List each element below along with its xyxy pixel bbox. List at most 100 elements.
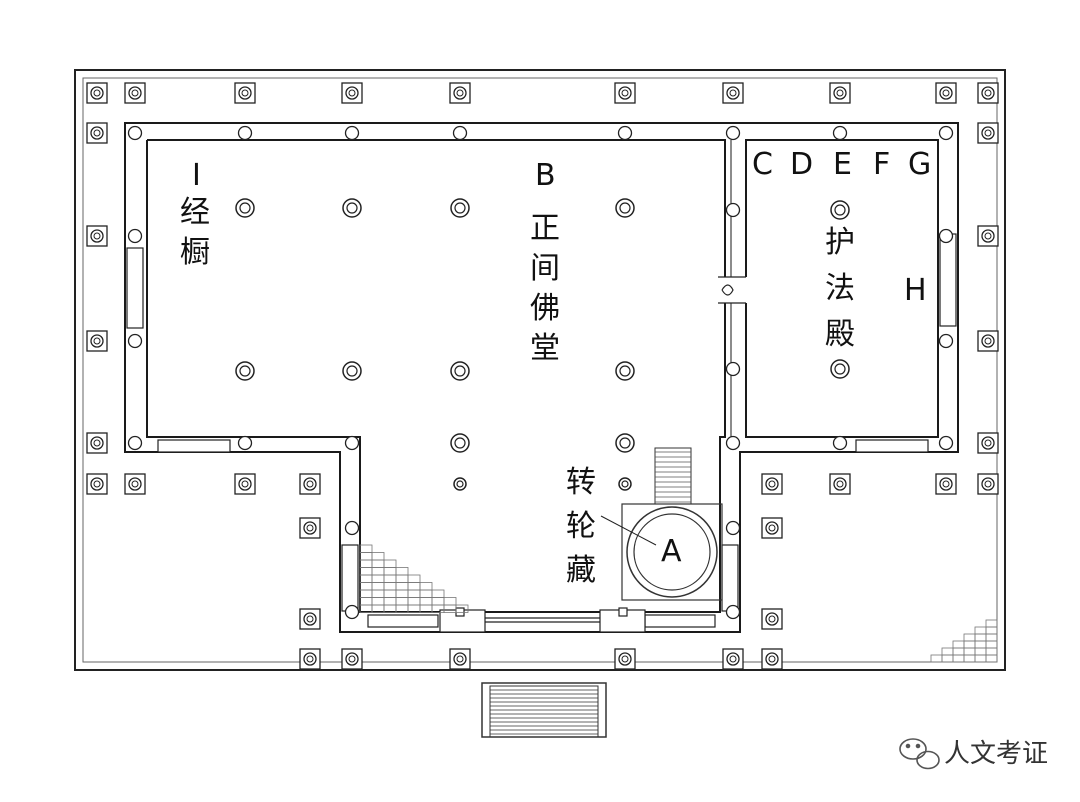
label-b: B — [535, 158, 556, 193]
sutra-cabinet-char-1: 经 — [180, 195, 210, 230]
column-base — [977, 473, 999, 495]
main-hall-char-3: 佛 — [530, 291, 560, 326]
watermark-text: 人文考证 — [944, 739, 1048, 769]
column-base — [299, 608, 321, 630]
column-base — [299, 473, 321, 495]
wall-column — [344, 520, 360, 536]
guardian-hall-inner-line — [745, 139, 939, 438]
column-base — [977, 225, 999, 247]
wall-column — [725, 125, 741, 141]
interior-column — [450, 198, 470, 218]
main-hall-char-1: 正 — [530, 211, 560, 246]
column-base — [299, 517, 321, 539]
wall-column — [452, 125, 468, 141]
sutra-cabinet-char-2: 橱 — [180, 235, 210, 270]
column-base — [86, 122, 108, 144]
column-base — [829, 82, 851, 104]
repository-char-2: 轮 — [566, 509, 596, 544]
column-base — [299, 648, 321, 670]
wechat-icon — [899, 738, 940, 770]
wall-column — [725, 361, 741, 377]
column-base — [761, 473, 783, 495]
label-c: C — [752, 147, 773, 182]
entrance — [439, 607, 646, 633]
front-stairs — [481, 682, 607, 738]
guardian-hall-char-3: 殿 — [825, 317, 855, 352]
wall-column — [344, 125, 360, 141]
revolving-repository — [621, 447, 723, 601]
brick-paving-left — [359, 544, 469, 613]
wall-column — [938, 435, 954, 451]
repository-char-3: 藏 — [566, 553, 596, 588]
guardian-hall-char-2: 法 — [825, 271, 855, 306]
wall-column — [725, 202, 741, 218]
interior-column — [235, 198, 255, 218]
wall-column — [938, 125, 954, 141]
column-base — [86, 330, 108, 352]
wall-column — [127, 125, 143, 141]
column-base — [86, 473, 108, 495]
label-e: E — [833, 147, 852, 182]
column-base — [234, 82, 256, 104]
main-hall-inner-line — [147, 139, 726, 277]
column-base — [449, 648, 471, 670]
column-base — [341, 648, 363, 670]
column-base — [614, 648, 636, 670]
interior-column — [618, 477, 632, 491]
brick-paving-right — [930, 619, 998, 663]
interior-column — [830, 200, 850, 220]
column-base — [234, 473, 256, 495]
interior-column — [615, 433, 635, 453]
main-hall-char-2: 间 — [530, 251, 560, 286]
label-f: F — [873, 147, 890, 182]
wall-column — [127, 435, 143, 451]
interior-column — [342, 361, 362, 381]
label-h: H — [904, 273, 927, 308]
main-hall-wall-inner — [147, 140, 725, 612]
wall-column — [725, 435, 741, 451]
wall-column — [127, 333, 143, 349]
guardian-hall-char-1: 护 — [825, 225, 855, 260]
windows — [126, 233, 957, 628]
platform-inner-line — [82, 77, 998, 663]
column-base — [722, 82, 744, 104]
wall-column — [344, 604, 360, 620]
platform-outline — [74, 69, 1006, 671]
repository-char-1: 转 — [566, 465, 596, 500]
wall-column — [832, 125, 848, 141]
main-hall-inner-line-2 — [146, 140, 726, 613]
wall-column — [725, 604, 741, 620]
column-base — [761, 517, 783, 539]
column-base — [124, 82, 146, 104]
wall-column — [237, 125, 253, 141]
interior-column — [235, 361, 255, 381]
column-base — [935, 82, 957, 104]
column-base — [977, 122, 999, 144]
wall-column — [127, 228, 143, 244]
wall-column — [617, 125, 633, 141]
column-base — [341, 82, 363, 104]
column-base — [86, 432, 108, 454]
wall-column — [344, 435, 360, 451]
column-base — [614, 82, 636, 104]
wall-column — [237, 435, 253, 451]
label-d: D — [790, 147, 813, 182]
column-base — [449, 82, 471, 104]
column-base — [935, 473, 957, 495]
column-base — [977, 432, 999, 454]
label-i: I — [192, 158, 201, 193]
column-base — [761, 648, 783, 670]
label-a: A — [661, 534, 682, 569]
column-base — [86, 225, 108, 247]
column-base — [829, 473, 851, 495]
label-g: G — [908, 147, 931, 182]
interior-column — [615, 198, 635, 218]
column-base — [86, 82, 108, 104]
interior-column — [453, 477, 467, 491]
wall-column — [938, 228, 954, 244]
side-door — [718, 276, 746, 304]
wall-column — [832, 435, 848, 451]
wall-column — [938, 333, 954, 349]
interior-column — [450, 361, 470, 381]
interior-column — [615, 361, 635, 381]
